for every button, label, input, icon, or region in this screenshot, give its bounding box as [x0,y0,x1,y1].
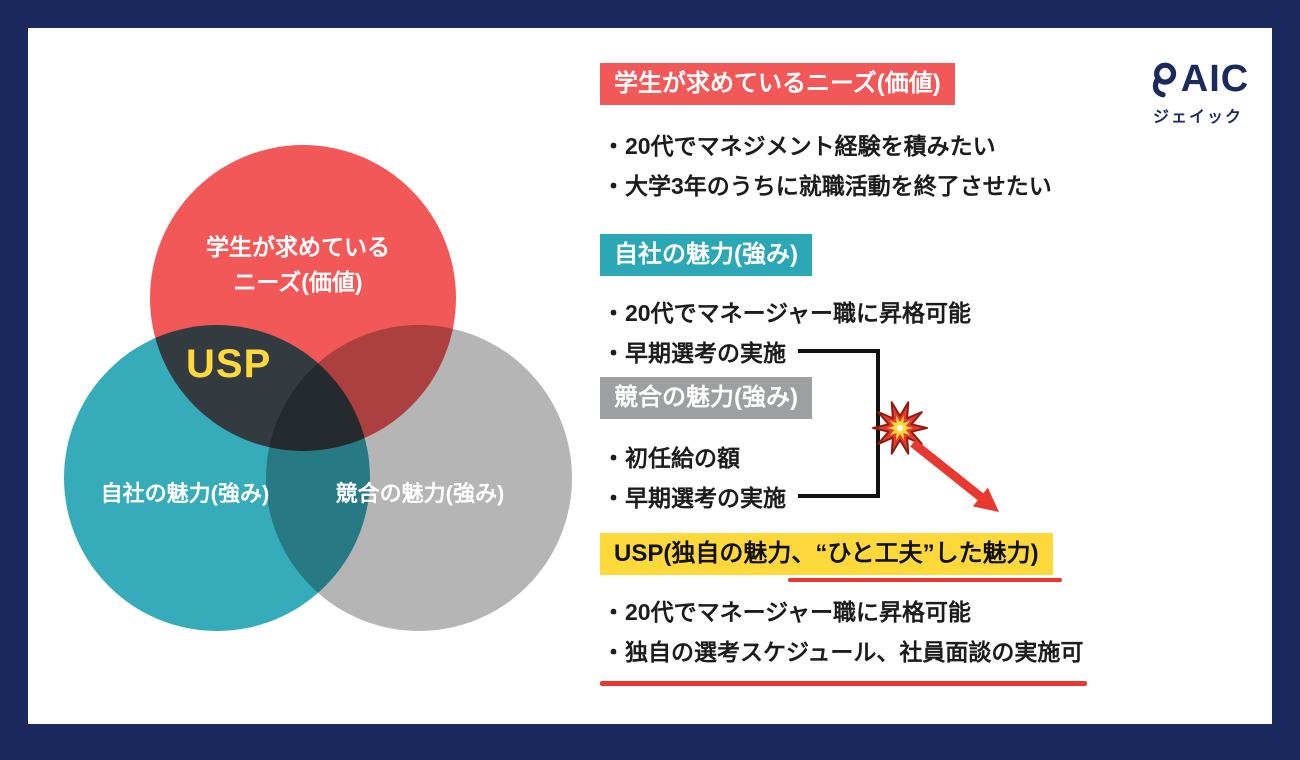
competitor-section-bullets: ・初任給の額 ・早期選考の実施 [602,438,786,518]
usp-section-underline [600,681,1087,686]
bullet-item: ・早期選考の実施 [602,485,786,511]
company-circle-label: 自社の魅力(強み) [100,481,270,506]
needs-section-bullets: ・20代でマネジメント経験を積みたい ・大学3年のうちに就職活動を終了させたい [602,126,1052,206]
company-section-bullets: ・20代でマネージャー職に昇格可能 ・早期選考の実施 [602,293,971,373]
competitor-circle-label: 競合の魅力(強み) [335,481,505,506]
company-section-header: 自社の魅力(強み) [600,234,812,276]
usp-section-header: USP(独自の魅力、“ひと工夫”した魅力) [600,533,1053,575]
competitor-circle [266,325,572,631]
needs-section-header: 学生が求めているニーズ(価値) [600,63,955,105]
bullet-item: ・20代でマネジメント経験を積みたい [602,133,996,159]
jaic-logo-text: AIC [1180,58,1250,100]
bullet-item: ・大学3年のうちに就職活動を終了させたい [602,173,1052,199]
jaic-logo: AIC ジェイック [1128,58,1268,127]
bullet-item: ・20代でマネージャー職に昇格可能 [602,599,971,625]
jaic-logo-mark [1152,62,1176,97]
bullet-item: ・初任給の額 [602,445,740,471]
jaic-logo-row: AIC [1128,58,1268,101]
needs-circle-label: 学生が求めている ニーズ(価値) [148,230,448,300]
bullet-item: ・20代でマネージャー職に昇格可能 [602,300,971,326]
bullet-item: ・独自の選考スケジュール、社員面談の実施可 [602,639,1084,665]
needs-circle-label-line1: 学生が求めている [206,234,390,260]
usp-section-bullets: ・20代でマネージャー職に昇格可能 ・独自の選考スケジュール、社員面談の実施可 [602,592,1083,672]
bullet-item: ・早期選考の実施 [602,340,786,366]
competitor-section-header: 競合の魅力(強み) [600,377,812,419]
jaic-logo-subtext: ジェイック [1152,109,1243,126]
needs-circle-label-line2: ニーズ(価値) [233,269,363,295]
usp-label: USP [186,342,272,386]
usp-highlight-underline [788,578,1062,582]
